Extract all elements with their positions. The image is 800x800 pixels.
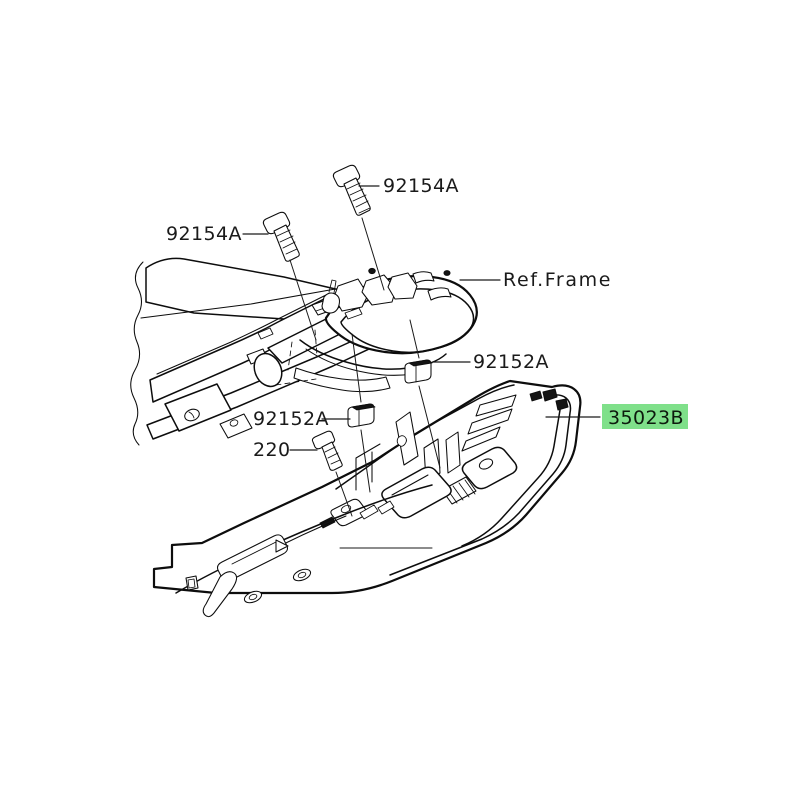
fender-center-boss-hole: [478, 458, 494, 470]
fender-wing-rib: [216, 534, 289, 582]
fender-eyelet-2-hole: [248, 593, 258, 601]
damper-92152a-left: [347, 403, 376, 428]
bolt-thread-1: [276, 229, 291, 237]
assembly-line-damper-right-down: [418, 385, 441, 469]
fender-square-notch-inner: [187, 578, 196, 589]
frame-left-panel-crease: [140, 287, 342, 319]
damper-top-face: [408, 359, 433, 367]
fender-wing-arrow: [275, 539, 289, 553]
plate-bracket-block: [381, 466, 452, 519]
fender-tip-dark-2: [555, 398, 569, 411]
screw-thread-3: [330, 459, 341, 465]
hidden-line-c: [275, 378, 317, 386]
screw-thread-1: [324, 446, 336, 453]
frame-small-tab-hole: [229, 419, 239, 427]
fender-vent-rib-1: [475, 394, 517, 417]
frame-underside-curve-2: [305, 348, 413, 376]
bolt-thread-5: [358, 207, 371, 214]
fender-rib-line-2: [452, 485, 464, 501]
plate-bracket-edge: [391, 474, 429, 496]
bolt-thread-2: [279, 235, 294, 243]
fender-connector-1: [359, 504, 379, 520]
fender-teardrop-slot: [202, 571, 238, 618]
fender-connector-2: [377, 500, 395, 515]
fender-tip-dark-3: [529, 390, 543, 402]
hidden-line-b: [314, 329, 318, 357]
damper-top-face: [351, 403, 376, 411]
callout-label-92152a-left[interactable]: 92152A: [253, 408, 329, 430]
assembly-line-damper-left-up: [351, 333, 362, 403]
fender-upper-wall: [355, 443, 381, 491]
fender-center-boss: [461, 446, 518, 490]
screw-220: [311, 430, 343, 471]
assembly-line-screw-220: [335, 471, 353, 517]
bolt-thread-3: [352, 194, 367, 202]
callout-label-35023b[interactable]: 35023B: [608, 407, 684, 429]
seat-latch-pin: [328, 279, 337, 294]
fender-rib-line-4: [464, 479, 476, 495]
seat-rail-tube-highlight: [156, 292, 331, 375]
bolt-92154a-left: [262, 211, 300, 262]
bracket-hole: [184, 408, 200, 422]
fender-tip-dark-1: [542, 388, 558, 402]
callout-labels: 92154A 92154A Ref.Frame 92152A 92152A 22…: [166, 175, 684, 461]
grab-rail-notch-1: [412, 271, 435, 284]
bracket-hole-shade: [188, 411, 195, 419]
frame-small-tab: [219, 413, 253, 439]
frame-right-extension: [293, 367, 391, 393]
break-line: [130, 261, 144, 446]
bolt-thread-4: [355, 200, 369, 208]
fender-vent-rib-3: [461, 426, 501, 452]
highlight-badge-35023b[interactable]: [602, 404, 688, 429]
leader-lines: [242, 185, 601, 549]
frame-flange-2: [344, 307, 363, 320]
assembly-line-damper-right-up: [409, 319, 420, 359]
bolt-thread-3: [282, 241, 296, 249]
callout-label-220[interactable]: 220: [253, 439, 290, 461]
fender-wing-rib-inner: [231, 541, 277, 565]
grab-rail-notch-2: [427, 287, 452, 301]
bolt-thread-1: [346, 182, 361, 190]
fender-eyelet-1-hole: [297, 571, 307, 579]
frame-left-panel: [145, 257, 345, 320]
callout-label-92154a-left[interactable]: 92154A: [166, 223, 242, 245]
bolt-shank: [273, 224, 300, 262]
frame-center-boss-b: [361, 274, 397, 306]
frame-assembly: [130, 257, 478, 446]
callout-label-ref-frame[interactable]: Ref.Frame: [503, 269, 612, 291]
seat-latch: [321, 292, 341, 314]
rear-fender-35023b: [152, 379, 582, 618]
hidden-line-a: [287, 341, 293, 371]
fender-panel-step-3: [445, 431, 461, 474]
frame-flange-1: [257, 327, 274, 340]
fender-slot-small: [396, 435, 407, 447]
assembly-line-damper-left-down: [360, 429, 371, 493]
fender-rib-line-3: [458, 482, 470, 498]
frame-tube-boss: [253, 352, 283, 388]
frame-bracket-plate: [164, 383, 232, 432]
fender-panel-step-1: [395, 411, 419, 466]
grab-rail-hole-right: [443, 270, 451, 276]
fender-belly-edge: [175, 484, 433, 594]
fender-inner-fold: [389, 394, 572, 576]
fender-right-wall: [461, 409, 561, 547]
assembly-line-bolt-left: [289, 259, 317, 341]
bolt-92154a-upper: [332, 164, 371, 216]
grab-rail-hole-mid: [368, 267, 376, 275]
bolt-thread-4: [285, 248, 298, 255]
fender-vent-rib-2: [467, 408, 513, 435]
callout-label-92154a-upper[interactable]: 92154A: [383, 175, 459, 197]
frame-center-boss-c: [387, 272, 418, 300]
assembly-line-bolt-upper: [361, 217, 385, 291]
damper-92152a-right: [404, 359, 433, 384]
callout-label-92152a-right[interactable]: 92152A: [473, 351, 549, 373]
highlight-badge-group[interactable]: [602, 404, 688, 429]
screw-thread-2: [327, 452, 339, 459]
bolt-thread-2: [349, 188, 364, 196]
